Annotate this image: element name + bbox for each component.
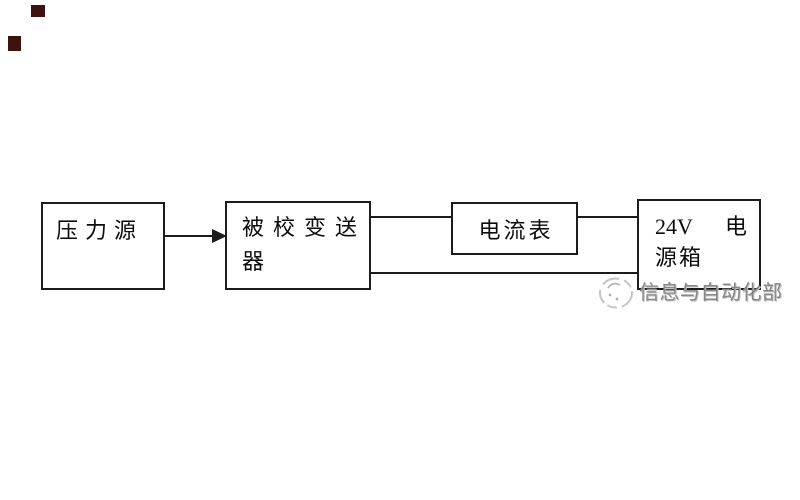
page-artifact-mark [31, 5, 45, 17]
connector-transmitter-to-power-box [371, 272, 637, 274]
connector-transmitter-to-ammeter [371, 216, 451, 218]
power-box-voltage: 24V [655, 214, 693, 239]
watermark: 信息与自动化部 [597, 276, 783, 310]
ammeter-label: 电流表 [478, 217, 554, 243]
power-box-char: 电 [724, 214, 747, 239]
transmitter-label-line1: 被校变送 [242, 215, 367, 240]
page-artifact-mark [8, 36, 21, 51]
power-box-label-line2: 源箱 [655, 245, 704, 270]
watermark-text: 信息与自动化部 [639, 282, 783, 304]
pressure-source-label: 压力源 [56, 218, 144, 243]
box-pressure-source: 压力源 [41, 202, 165, 290]
power-box-label-line1: 24V 电 [655, 211, 747, 242]
transmitter-label-line2: 器 [242, 249, 265, 274]
arrow-right-icon [212, 229, 227, 243]
sketch-circle-logo-icon [599, 277, 633, 309]
box-power-box: 24V 电 源箱 [637, 199, 761, 290]
connector-pressure-to-transmitter [165, 235, 214, 237]
box-ammeter: 电流表 [451, 202, 578, 255]
box-transmitter: 被校变送 器 [225, 201, 371, 290]
connector-ammeter-to-power-box [578, 216, 637, 218]
